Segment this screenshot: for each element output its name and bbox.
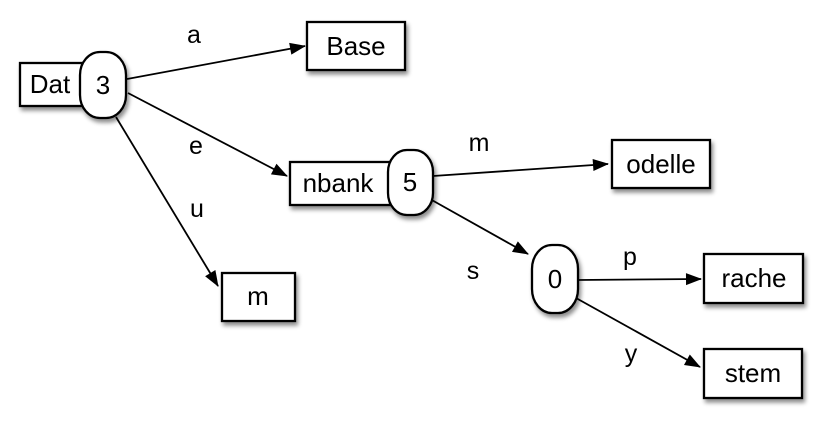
- node-base: [305, 20, 407, 72]
- edge-nbank-to-odelle: [432, 159, 609, 177]
- node-m-box: [220, 271, 297, 323]
- edge-root-to-m: [115, 116, 219, 287]
- node-base-label: Base: [326, 31, 385, 61]
- edge-labels: a e u m s p y: [187, 21, 638, 368]
- node-zero-count-capsule: [530, 243, 580, 315]
- edge-zero-to-rache: [577, 273, 702, 286]
- edge-label-a: a: [187, 21, 201, 49]
- edge-zero-to-stem: [575, 297, 701, 368]
- edge-label-y: y: [625, 340, 638, 368]
- node-nbank-count-label: 5: [403, 167, 417, 197]
- node-m-label: m: [247, 281, 269, 311]
- node-root-count-label: 3: [96, 70, 110, 100]
- edge-root-to-nbank: [127, 92, 288, 177]
- node-odelle-label: odelle: [626, 149, 695, 179]
- node-zero-count-label: 0: [548, 264, 562, 294]
- node-root-prefix-label: Dat: [30, 69, 71, 99]
- node-nbank-prefix-label: nbank: [303, 168, 375, 198]
- edge-label-u: u: [190, 195, 204, 223]
- node-odelle: [610, 138, 712, 190]
- node-root: [18, 50, 128, 120]
- edges: [115, 42, 702, 368]
- node-zero: [530, 243, 580, 315]
- node-odelle-box: [610, 138, 712, 190]
- node-stem-label: stem: [725, 358, 781, 388]
- edge-label-p: p: [623, 243, 637, 271]
- edge-label-m: m: [469, 129, 490, 157]
- node-stem-box: [702, 347, 804, 400]
- edge-label-s: s: [467, 257, 480, 285]
- node-rache-box: [702, 252, 805, 305]
- edge-label-e: e: [189, 132, 203, 160]
- node-base-box: [305, 20, 407, 72]
- node-nbank-count-capsule: [386, 148, 435, 217]
- node-rache-label: rache: [721, 263, 786, 293]
- node-nbank-prefix-box: [288, 160, 392, 207]
- node-root-count-capsule: [78, 50, 128, 120]
- node-m: [220, 271, 297, 323]
- edge-nbank-to-zero: [429, 198, 529, 255]
- node-stem: [702, 347, 804, 400]
- node-rache: [702, 252, 805, 305]
- edge-root-to-base: [126, 42, 306, 80]
- node-nbank: [288, 148, 435, 217]
